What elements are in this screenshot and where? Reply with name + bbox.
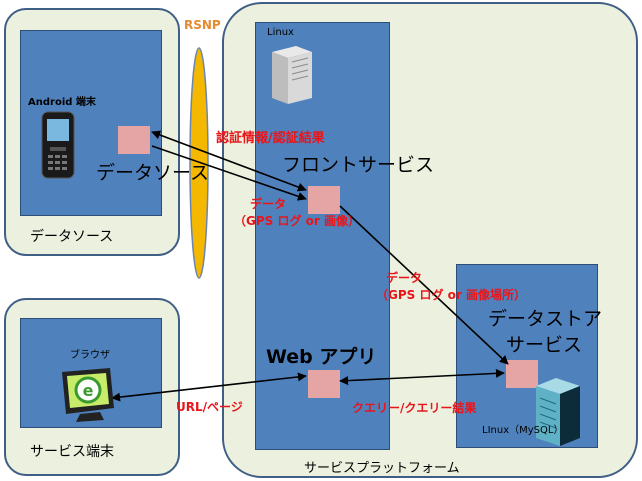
- data-source-big-label: データソース: [96, 162, 210, 184]
- web-app-node: [308, 370, 340, 398]
- query-arrow-label: クエリー/クエリー結果: [352, 401, 477, 415]
- data-arrow-label-line2: （GPS ログ or 画像）: [234, 214, 360, 228]
- rsnp-label: RSNP: [184, 18, 221, 32]
- data-upload-arrow: [151, 145, 307, 201]
- service-terminal-panel-label: サービス端末: [30, 444, 114, 460]
- server-tower-icon: [272, 46, 312, 104]
- mobile-phone-icon: [41, 111, 75, 179]
- datastore-arrow-label-line1: データ: [386, 271, 423, 285]
- url-page-arrow: [111, 372, 307, 402]
- database-server-icon: [536, 378, 580, 446]
- data-source-panel-label: データソース: [30, 229, 114, 245]
- data-source-node: [118, 126, 150, 154]
- auth-arrow-label: 認証情報/認証結果: [216, 131, 325, 146]
- android-device-label: Android 端末: [28, 97, 96, 108]
- query-arrow: [339, 368, 505, 386]
- data-store-arrow: [339, 205, 509, 365]
- datastore-node: [506, 360, 538, 388]
- auth-arrow: [151, 130, 307, 192]
- datastore-label-line1: データストア: [488, 308, 603, 330]
- datastore-arrow-label-line2: （GPS ログ or 画像場所）: [376, 288, 526, 302]
- linux-label: Linux: [267, 27, 294, 38]
- browser-monitor-icon: e: [62, 368, 114, 422]
- front-service-label: フロントサービス: [282, 154, 435, 176]
- svg-text:e: e: [83, 381, 94, 400]
- db-server-label: LInux（MySQL）: [482, 425, 564, 436]
- data-arrow-label-line1: データ: [250, 197, 287, 211]
- front-service-node: [308, 186, 340, 214]
- service-platform-panel-label: サービスプラットフォーム: [304, 461, 460, 476]
- web-app-label: Web アプリ: [266, 346, 377, 368]
- url-arrow-label: URL/ページ: [176, 400, 243, 414]
- browser-label: ブラウザ: [70, 350, 110, 361]
- datastore-label-line2: サービス: [506, 334, 583, 356]
